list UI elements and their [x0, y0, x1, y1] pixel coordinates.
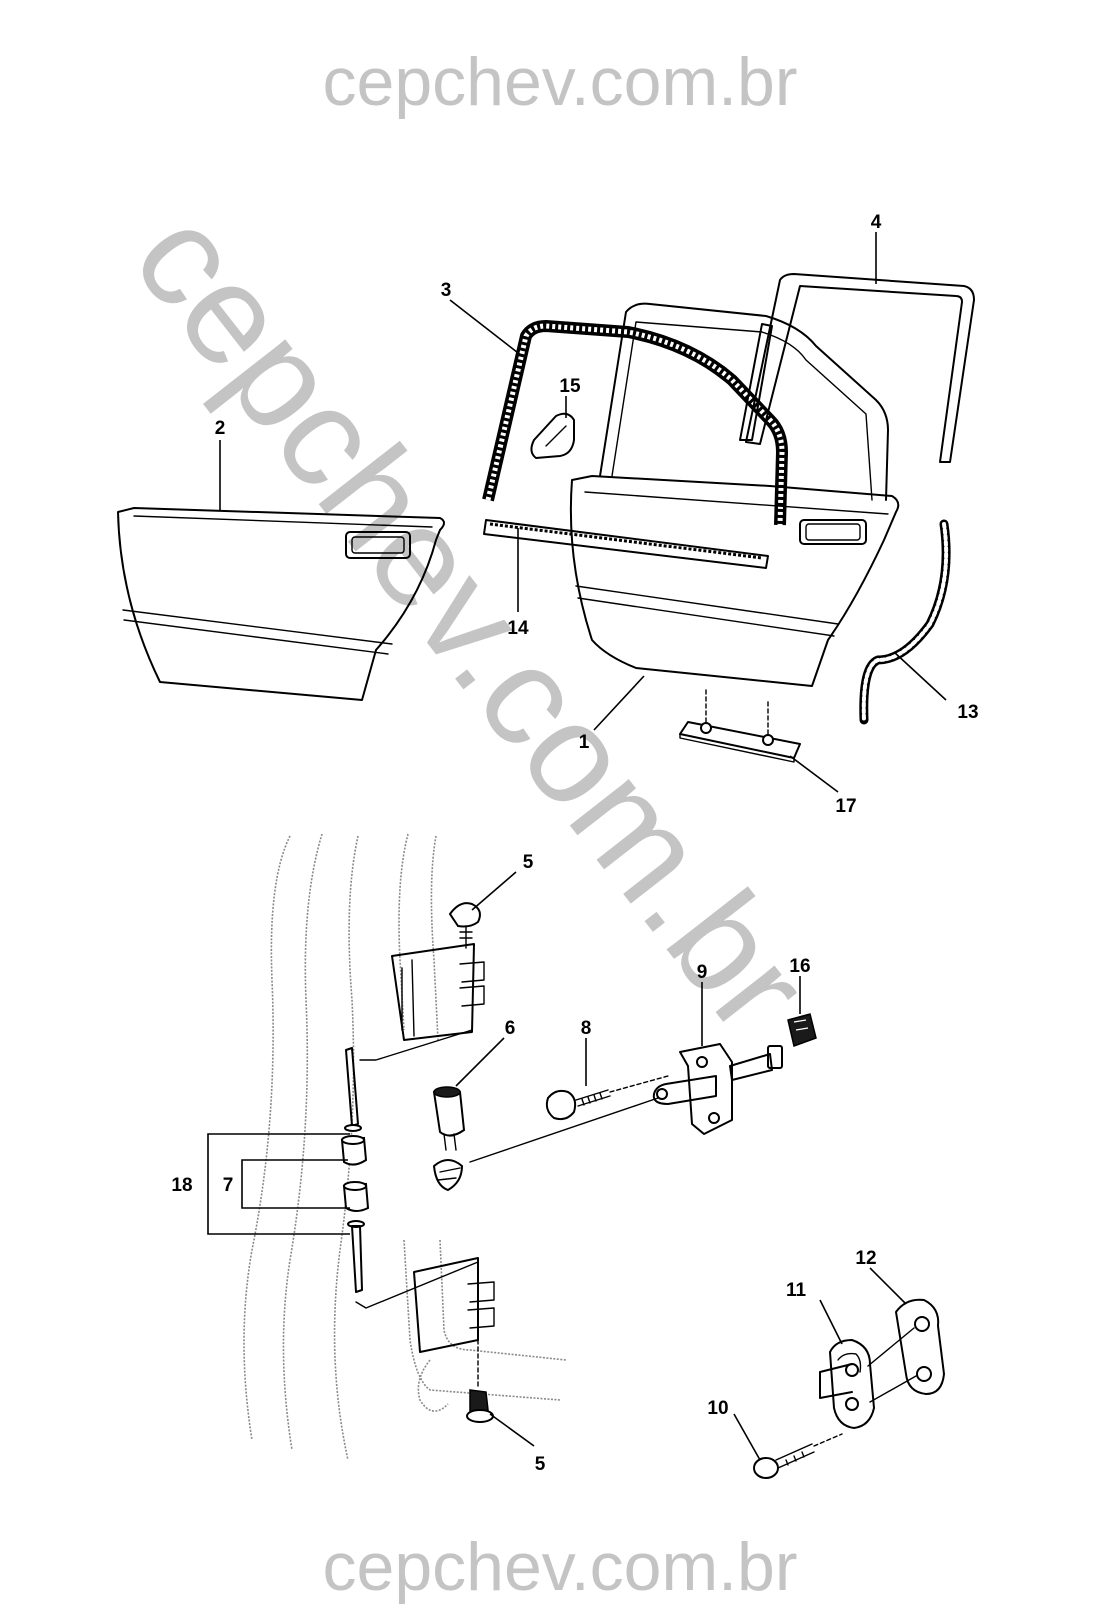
front-door-shell: [117, 507, 445, 701]
sill-plate: [679, 689, 801, 763]
callout-13: 13: [957, 702, 978, 723]
bushing-upper: [340, 1135, 368, 1166]
callout-6: 6: [505, 1018, 516, 1039]
check-pivot: [432, 1086, 466, 1191]
door-pillar: [243, 833, 567, 1461]
belt-molding: [483, 519, 769, 569]
callout-14: 14: [507, 618, 529, 639]
callout-10: 10: [707, 1398, 728, 1419]
lower-hinge: [355, 1257, 495, 1353]
rear-weatherstrip: [859, 519, 951, 725]
callout-5-upper: 5: [523, 852, 534, 873]
callout-18: 18: [171, 1175, 192, 1196]
door-check: [469, 1043, 783, 1163]
leader-lines: [207, 232, 947, 1461]
upper-hinge: [359, 943, 485, 1061]
callout-3: 3: [441, 280, 452, 301]
bushing-lower: [342, 1181, 370, 1212]
callout-2: 2: [215, 418, 226, 439]
callout-8: 8: [581, 1018, 592, 1039]
hinge-bolt-lower: [466, 1339, 494, 1423]
hinge-bolt-upper: [448, 902, 481, 949]
callout-12: 12: [855, 1248, 876, 1269]
callout-5-lower: 5: [535, 1454, 546, 1475]
check-bolt: [545, 1075, 669, 1121]
hinge-pin-lower: [347, 1220, 365, 1293]
callout-7: 7: [223, 1175, 234, 1196]
check-bumper: [787, 1013, 817, 1047]
hinge-pin-upper: [344, 1047, 362, 1132]
callout-4: 4: [871, 212, 882, 233]
rear-door-shell: [569, 302, 900, 687]
watermark-top: cepchev.com.br: [323, 44, 798, 120]
watermark-bottom: cepchev.com.br: [323, 1529, 798, 1605]
callout-9: 9: [697, 962, 708, 983]
striker-screw: [753, 1433, 843, 1479]
callout-16: 16: [789, 956, 810, 977]
door-seal: [482, 320, 788, 526]
backing-plate: [867, 1298, 945, 1403]
vent-glass: [530, 412, 575, 459]
callout-11: 11: [786, 1280, 807, 1301]
callout-17: 17: [835, 796, 856, 817]
striker-plate: [819, 1339, 875, 1429]
callout-labels: 1 2 3 4 5 5 6 7 8 9 10 11 12 13 14 15 16…: [171, 212, 978, 1475]
callout-15: 15: [559, 376, 581, 397]
callout-1: 1: [579, 732, 590, 753]
window-channel: [745, 273, 975, 463]
